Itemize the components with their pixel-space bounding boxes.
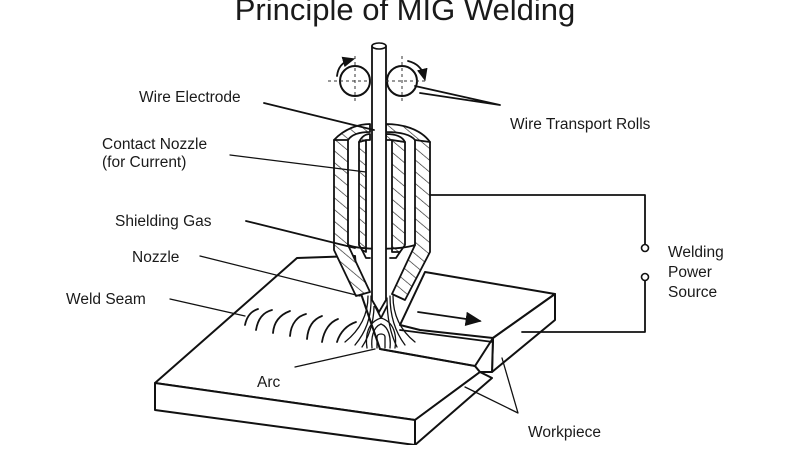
weld-groove-edge-back [399,329,494,343]
rotation-arrow-icon [407,60,428,82]
label-contact-nozzle-sub: (for Current) [102,154,186,171]
power-circuit [429,194,650,333]
leader-contact-nozzle [229,154,367,173]
transport-roll-right [386,56,428,104]
label-wire-transport-rolls: Wire Transport Rolls [510,116,651,133]
contact-tip-left [361,249,371,259]
label-welding-power-source-2: Power [668,264,712,281]
wire-electrode [371,42,387,313]
contact-nozzle-left-cap [358,133,371,143]
leader-wire-electrode [263,102,375,131]
gas-nozzle-cap-left [333,123,371,141]
leader-weld-seam [169,298,246,317]
label-welding-power-source-1: Welding [668,244,724,261]
label-arc: Arc [257,374,281,391]
contact-tip-right [389,251,401,259]
contact-nozzle-right [391,139,406,253]
workpiece-plate-back [399,271,556,373]
leader-nozzle [199,255,361,297]
leader-lines [169,85,519,414]
contact-nozzle-right-cap [385,133,406,143]
welding-torch [333,123,431,301]
leader-shielding-gas [245,220,356,249]
label-nozzle: Nozzle [132,249,179,266]
arrow-right-icon [417,311,482,327]
label-workpiece: Workpiece [528,424,601,441]
label-wire-electrode: Wire Electrode [139,89,241,106]
welding-arc [365,305,397,349]
leader-workpiece [464,357,519,414]
terminal-circle-icon [640,243,650,253]
leader-wire-transport-rolls [414,85,501,106]
label-contact-nozzle: Contact Nozzle [102,136,207,153]
label-welding-power-source-3: Source [668,284,717,301]
weld-seam-ripples [244,308,357,343]
labels: Wire Electrode Wire Transport Rolls Cont… [66,89,724,441]
gas-nozzle-cap-right [385,123,431,143]
rotation-arrow-icon [336,56,356,77]
wire-transport-rolls [328,56,428,104]
leader-arc [294,348,376,368]
terminal-circle-icon [640,272,650,282]
transport-roll-left [328,56,372,104]
weld-groove-edge [379,348,476,367]
contact-nozzle-left [358,139,367,253]
label-weld-seam: Weld Seam [66,291,146,308]
diagram-title: Principle of MIG Welding [235,0,576,27]
label-shielding-gas: Shielding Gas [115,213,212,230]
